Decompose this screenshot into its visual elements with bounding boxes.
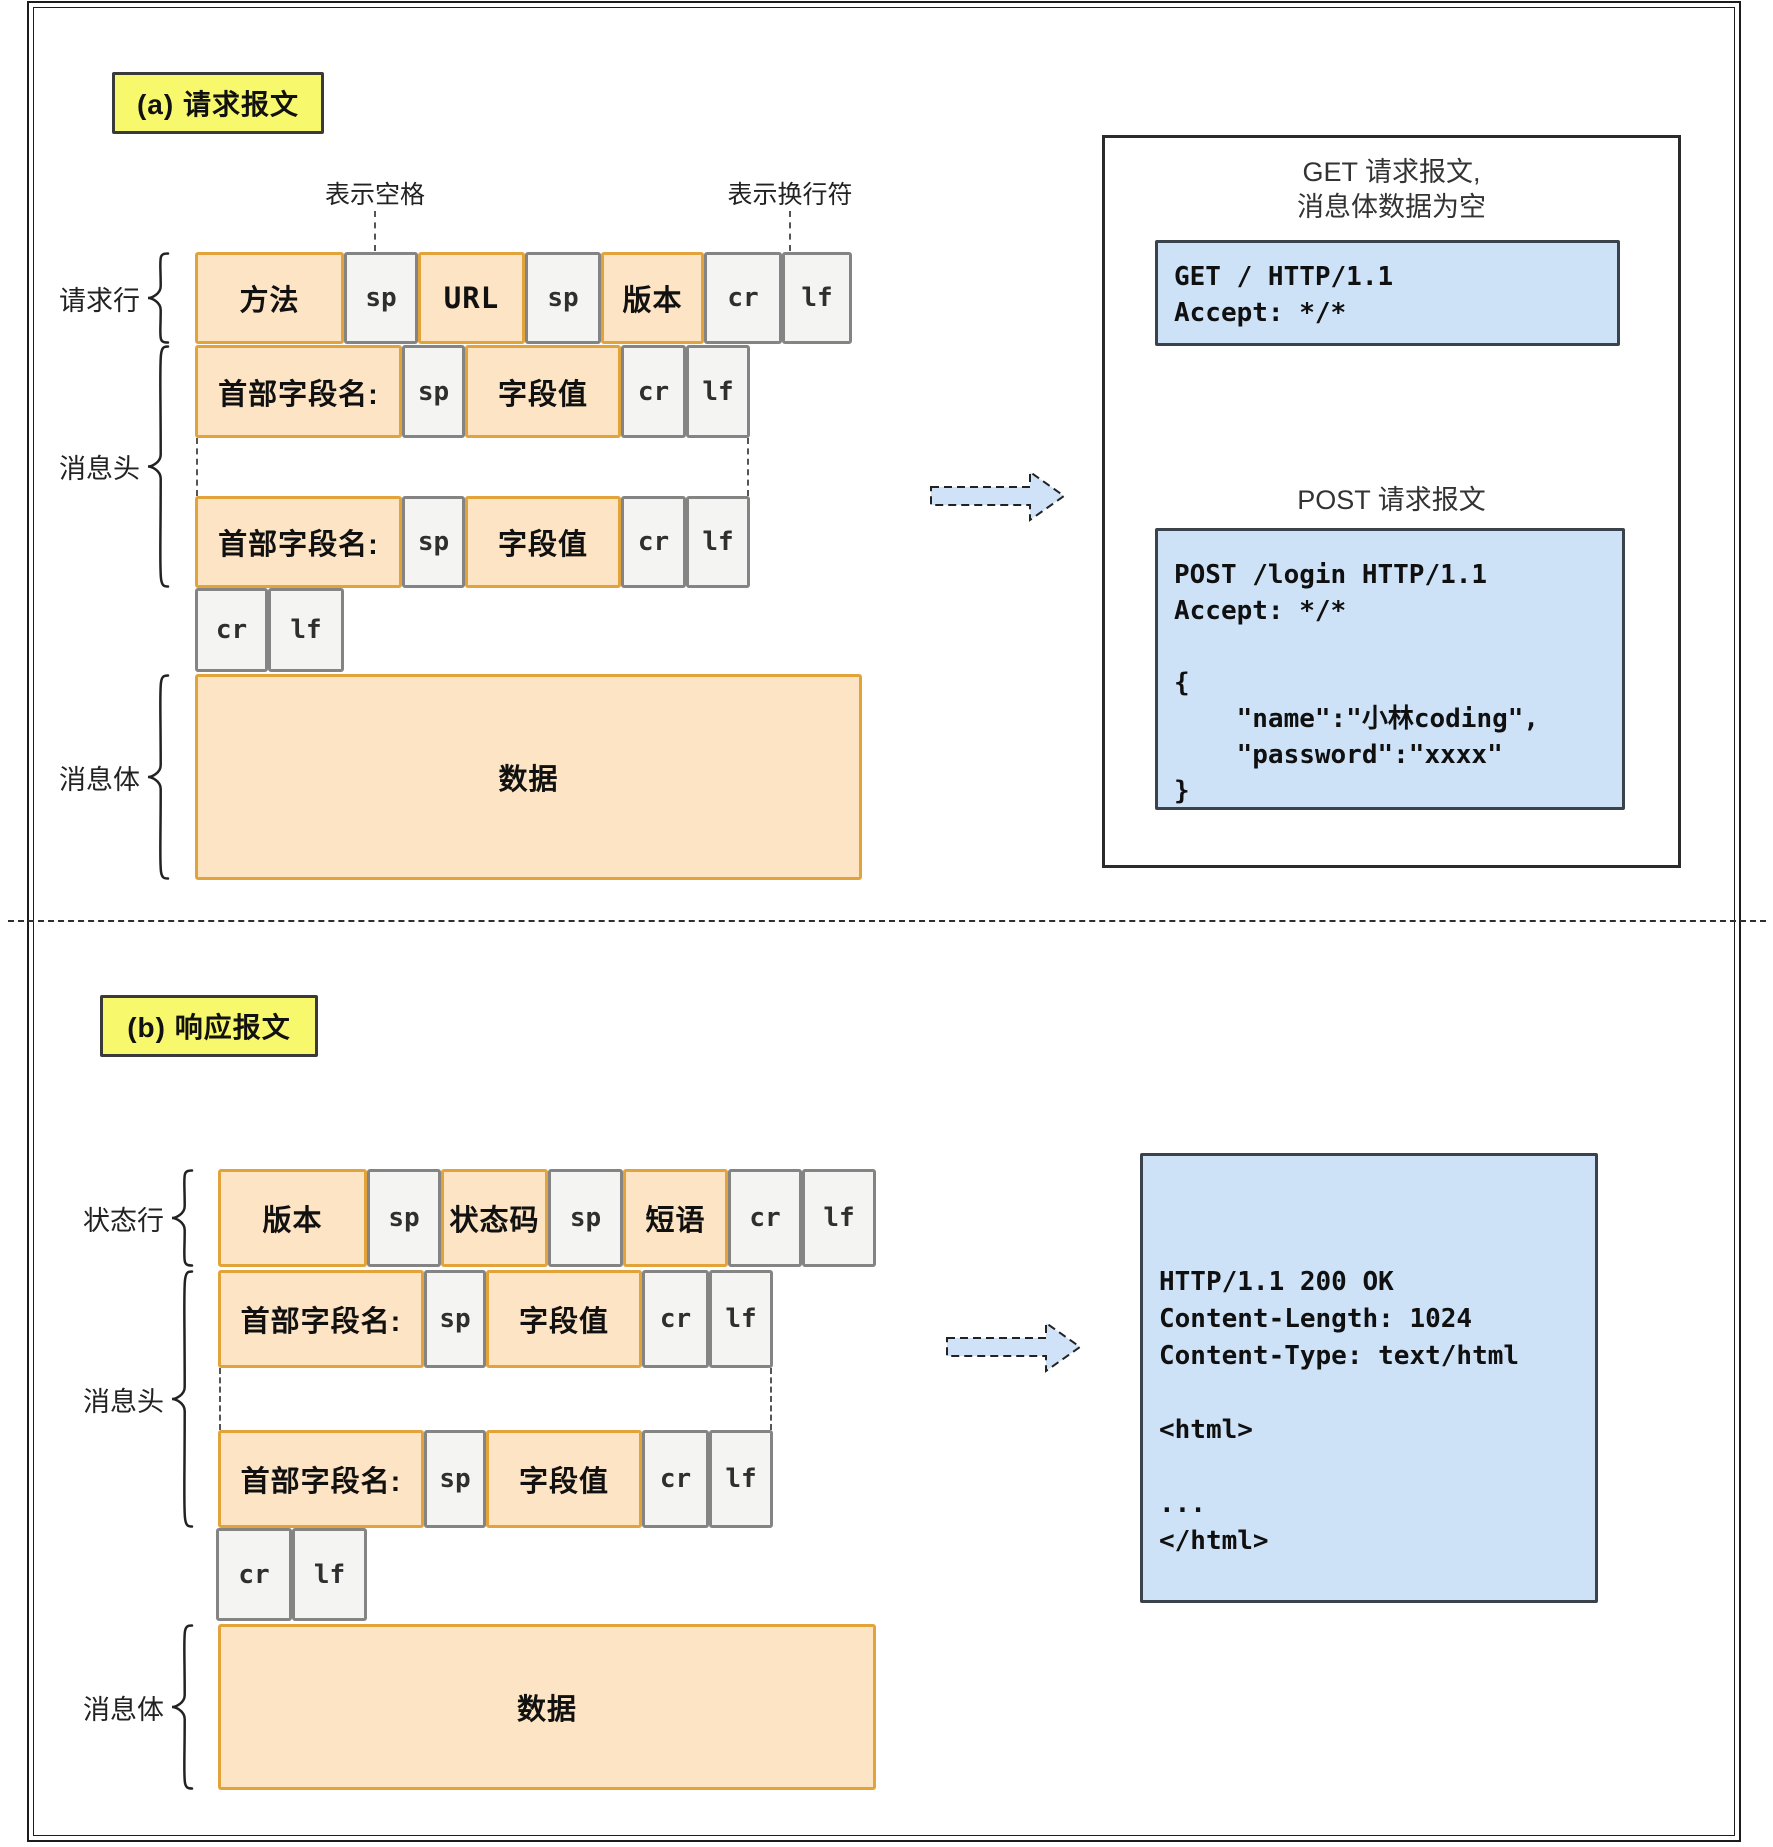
cell-method: 方法 (195, 252, 344, 344)
cell-lf: lf (709, 1430, 773, 1528)
cell-cr: cr (621, 345, 686, 438)
cell-sp: sp (402, 496, 465, 588)
cell-cr: cr (728, 1169, 802, 1267)
note-newline-label: 表示换行符 (727, 181, 853, 209)
post-code-text: POST /login HTTP/1.1 Accept: */* { "name… (1174, 560, 1540, 806)
brace-label-headers: 消息头 (83, 1386, 164, 1417)
note-space-pointer-line (374, 211, 376, 251)
headers-brace (171, 1270, 194, 1528)
brace-label-headers: 消息头 (59, 453, 140, 484)
cell-header-value: 字段值 (486, 1270, 642, 1368)
cell-cr: cr (195, 588, 268, 672)
cell-sp: sp (548, 1169, 623, 1267)
cell-header-value: 字段值 (465, 496, 621, 588)
cell-header-name: 首部字段名: (195, 345, 402, 438)
cell-header-name: 首部字段名: (218, 1430, 424, 1528)
cell-lf: lf (686, 345, 750, 438)
section-a-badge: (a) 请求报文 (112, 72, 324, 134)
cell-sp: sp (402, 345, 465, 438)
response-code-box: HTTP/1.1 200 OK Content-Length: 1024 Con… (1140, 1153, 1598, 1603)
note-newline-pointer-line (789, 211, 791, 251)
cell-lf: lf (292, 1528, 367, 1621)
cell-lf: lf (709, 1270, 773, 1368)
get-code-box: GET / HTTP/1.1 Accept: */* (1155, 240, 1620, 346)
cell-sp: sp (424, 1270, 486, 1368)
cell-header-value: 字段值 (486, 1430, 642, 1528)
status-line-brace (171, 1169, 194, 1267)
section-divider-line (8, 920, 1766, 922)
cell-version: 版本 (601, 252, 704, 344)
cell-header-name: 首部字段名: (195, 496, 402, 588)
body-brace (171, 1624, 194, 1790)
cell-sp: sp (367, 1169, 441, 1267)
cell-sp: sp (344, 252, 418, 344)
headers-brace (147, 345, 170, 588)
cell-version: 版本 (218, 1169, 367, 1267)
get-title-line2: 消息体数据为空 (1297, 192, 1486, 222)
post-example-title: POST 请求报文 (1297, 485, 1486, 515)
brace-label-body: 消息体 (83, 1694, 164, 1725)
cell-lf: lf (782, 252, 852, 344)
headers-continuation-line (747, 438, 749, 496)
cell-sp: sp (525, 252, 601, 344)
cell-url: URL (418, 252, 525, 344)
headers-continuation-line (770, 1368, 772, 1430)
body-brace (147, 674, 170, 880)
body-data-box: 数据 (195, 674, 862, 880)
cell-cr: cr (216, 1528, 292, 1621)
cell-cr: cr (621, 496, 686, 588)
arrow-right-icon (930, 470, 1066, 522)
cell-lf: lf (686, 496, 750, 588)
body-data-box: 数据 (218, 1624, 876, 1790)
arrow-right-icon (946, 1321, 1082, 1373)
cell-lf: lf (268, 588, 344, 672)
note-space-label: 表示空格 (324, 181, 425, 209)
brace-label-request-line: 请求行 (59, 285, 140, 316)
response-code-text: HTTP/1.1 200 OK Content-Length: 1024 Con… (1159, 1267, 1520, 1556)
brace-label-status-line: 状态行 (83, 1205, 164, 1236)
get-code-text: GET / HTTP/1.1 Accept: */* (1174, 262, 1394, 328)
brace-label-body: 消息体 (59, 764, 140, 795)
cell-lf: lf (802, 1169, 876, 1267)
headers-continuation-line (219, 1368, 221, 1430)
cell-cr: cr (704, 252, 782, 344)
section-b-badge: (b) 响应报文 (100, 995, 318, 1057)
cell-sp: sp (424, 1430, 486, 1528)
cell-header-value: 字段值 (465, 345, 621, 438)
cell-cr: cr (642, 1270, 709, 1368)
cell-cr: cr (642, 1430, 709, 1528)
request-line-brace (147, 252, 170, 344)
headers-continuation-line (196, 438, 198, 496)
cell-phrase: 短语 (623, 1169, 728, 1267)
get-example-title: GET 请求报文, 消息体数据为空 (1102, 155, 1681, 225)
cell-header-name: 首部字段名: (218, 1270, 424, 1368)
cell-status-code: 状态码 (441, 1169, 548, 1267)
get-title-line1: GET 请求报文, (1302, 157, 1481, 187)
post-code-box: POST /login HTTP/1.1 Accept: */* { "name… (1155, 528, 1625, 810)
